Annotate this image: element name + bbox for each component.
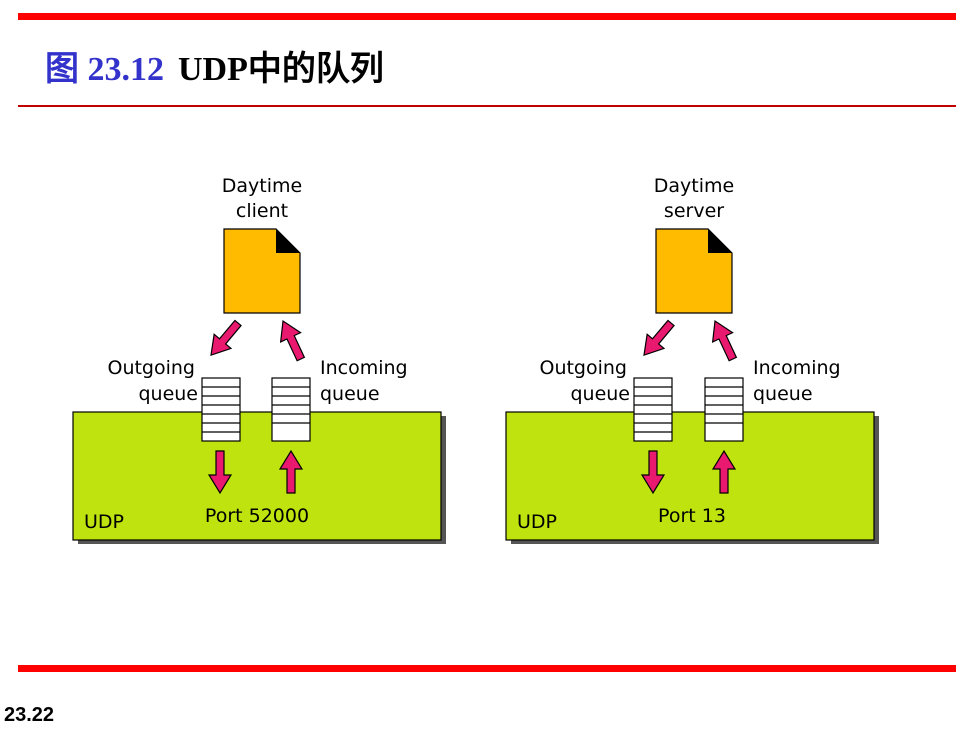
app-label-line1: Daytime xyxy=(654,175,734,197)
server-panel: Daytime server Outgoing queue Incoming q… xyxy=(505,175,879,544)
top-red-rule xyxy=(18,13,956,20)
outgoing-queue xyxy=(201,377,241,442)
outgoing-arrow-icon xyxy=(201,315,248,363)
title-underline xyxy=(18,105,956,107)
incoming-arrow-icon xyxy=(704,315,744,365)
incoming-queue-label-line2: queue xyxy=(320,383,380,405)
incoming-queue-label-line1: Incoming xyxy=(753,357,841,379)
bottom-red-rule xyxy=(18,665,956,672)
incoming-arrow-icon xyxy=(272,315,312,365)
outgoing-queue-label-line2: queue xyxy=(138,383,198,405)
udp-label: UDP xyxy=(517,511,557,533)
app-label-line1: Daytime xyxy=(222,175,302,197)
app-label-line2: server xyxy=(664,200,724,222)
app-label-line2: client xyxy=(236,200,288,222)
incoming-queue-label-line1: Incoming xyxy=(320,357,408,379)
incoming-queue-label-line2: queue xyxy=(753,383,813,405)
outgoing-queue-label-line2: queue xyxy=(570,383,630,405)
document-icon xyxy=(655,228,733,314)
udp-label: UDP xyxy=(84,511,124,533)
page-title: 图 23.12 UDP中的队列 xyxy=(45,50,384,90)
udp-box xyxy=(505,411,875,541)
outgoing-arrow-icon xyxy=(634,315,681,363)
page-number: 23.22 xyxy=(4,704,55,726)
outgoing-queue-label-line1: Outgoing xyxy=(539,357,627,379)
figure-caption: UDP中的队列 xyxy=(178,51,384,88)
incoming-queue xyxy=(704,377,744,442)
port-label: Port 13 xyxy=(658,505,726,527)
outgoing-queue-label-line1: Outgoing xyxy=(107,357,195,379)
port-label: Port 52000 xyxy=(205,505,309,527)
client-panel: Daytime client Outgoing queue Incoming q… xyxy=(72,175,446,544)
outgoing-queue xyxy=(633,377,673,442)
udp-box xyxy=(72,411,442,541)
document-icon xyxy=(223,228,301,314)
figure-number: 图 23.12 xyxy=(45,51,164,88)
incoming-queue xyxy=(271,377,311,442)
